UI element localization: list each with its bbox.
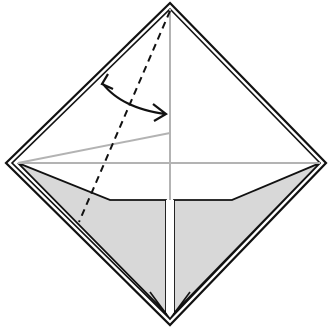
center-strip bbox=[166, 200, 174, 313]
